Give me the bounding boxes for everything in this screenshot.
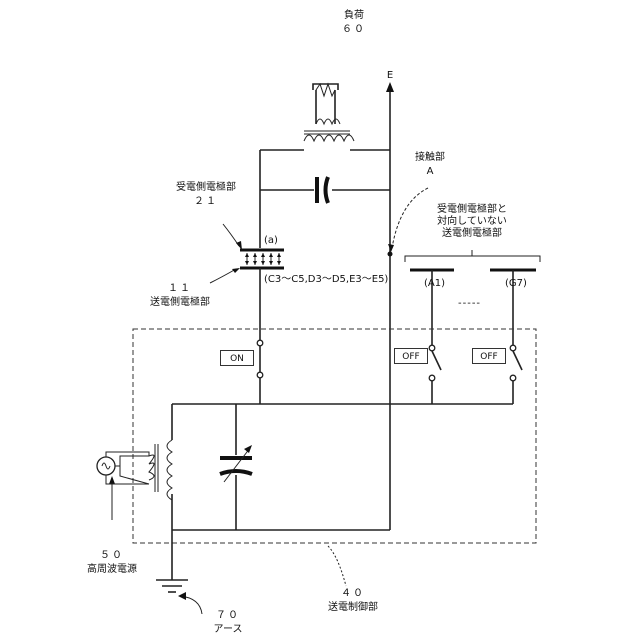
main-switch-state: ON <box>220 350 254 366</box>
load-resistor <box>313 84 338 124</box>
nonfacing-bracket <box>405 250 540 262</box>
a1-switch-state: OFF <box>394 348 428 364</box>
e-terminal-label: E <box>387 70 393 82</box>
earth-number: ７０ <box>216 610 240 622</box>
contact-letter: A <box>427 166 434 178</box>
electrode-pair <box>240 250 284 268</box>
nonfacing-line3: 送電側電極部 <box>442 228 502 240</box>
load-capacitor <box>317 177 328 203</box>
g7-switch-state: OFF <box>472 348 506 364</box>
nonfacing-line1: 受電側電極部と <box>437 204 507 216</box>
contact-title: 接触部 <box>415 152 445 164</box>
lower-wiring <box>172 404 513 580</box>
receiving-title: 受電側電極部 <box>176 182 236 194</box>
load-number: ６０ <box>342 24 366 36</box>
leader-arrows <box>109 188 428 614</box>
hf-source-number: ５０ <box>100 550 124 562</box>
hf-source <box>97 452 149 484</box>
ellipsis-label: ----- <box>458 298 481 310</box>
hf-source-title: 高周波電源 <box>87 564 137 576</box>
receiving-number: ２１ <box>194 196 218 208</box>
ranges-label: (C3～C5,D3～D5,E3～E5) <box>264 274 388 286</box>
transmitting-title: 送電側電極部 <box>150 297 210 309</box>
control-unit-number: ４０ <box>341 588 365 600</box>
electrode-g7-label: (G7) <box>505 278 527 290</box>
transmitting-number: １１ <box>168 283 192 295</box>
load-transformer <box>304 119 354 141</box>
electrode-a1-label: (A1) <box>424 278 445 290</box>
nonfacing-line2: 対向していない <box>437 216 507 228</box>
earth-symbol <box>156 580 188 592</box>
earth-title: アース <box>214 624 243 636</box>
load-title: 負荷 <box>344 10 364 22</box>
control-unit-title: 送電制御部 <box>328 602 378 614</box>
hf-transformer <box>120 440 172 500</box>
point-a-label: (a) <box>264 235 278 247</box>
